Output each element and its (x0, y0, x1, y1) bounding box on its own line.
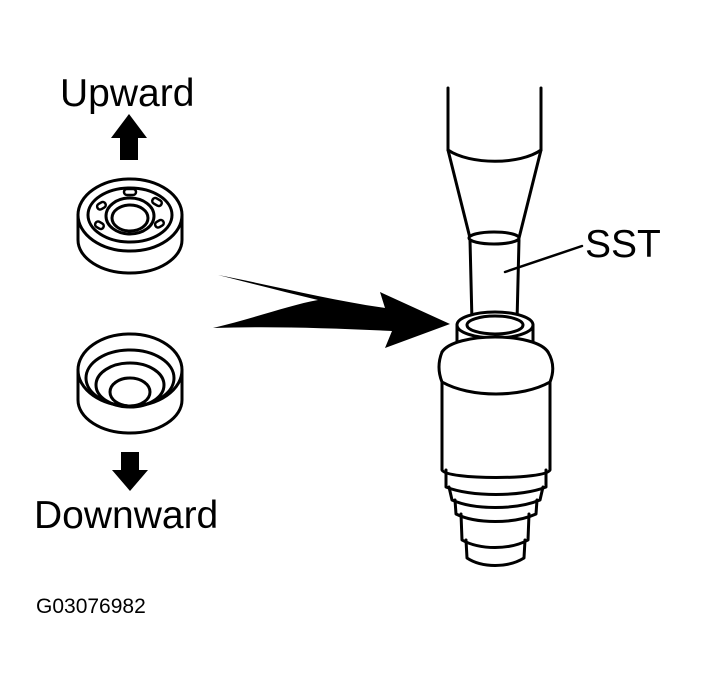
down-arrow-icon (112, 452, 148, 491)
upward-label: Upward (60, 72, 195, 115)
sst-label: SST (585, 223, 661, 266)
sst-leader-line (503, 244, 584, 274)
figure-code: G03076982 (36, 595, 146, 618)
bearing-upward (76, 177, 184, 275)
up-arrow-icon (111, 114, 147, 160)
downward-label: Downward (34, 494, 219, 537)
shaft-assembly (437, 310, 555, 567)
sst-tool (446, 86, 543, 324)
pointer-arrow-icon (213, 275, 450, 348)
bearing-downward (76, 332, 184, 435)
